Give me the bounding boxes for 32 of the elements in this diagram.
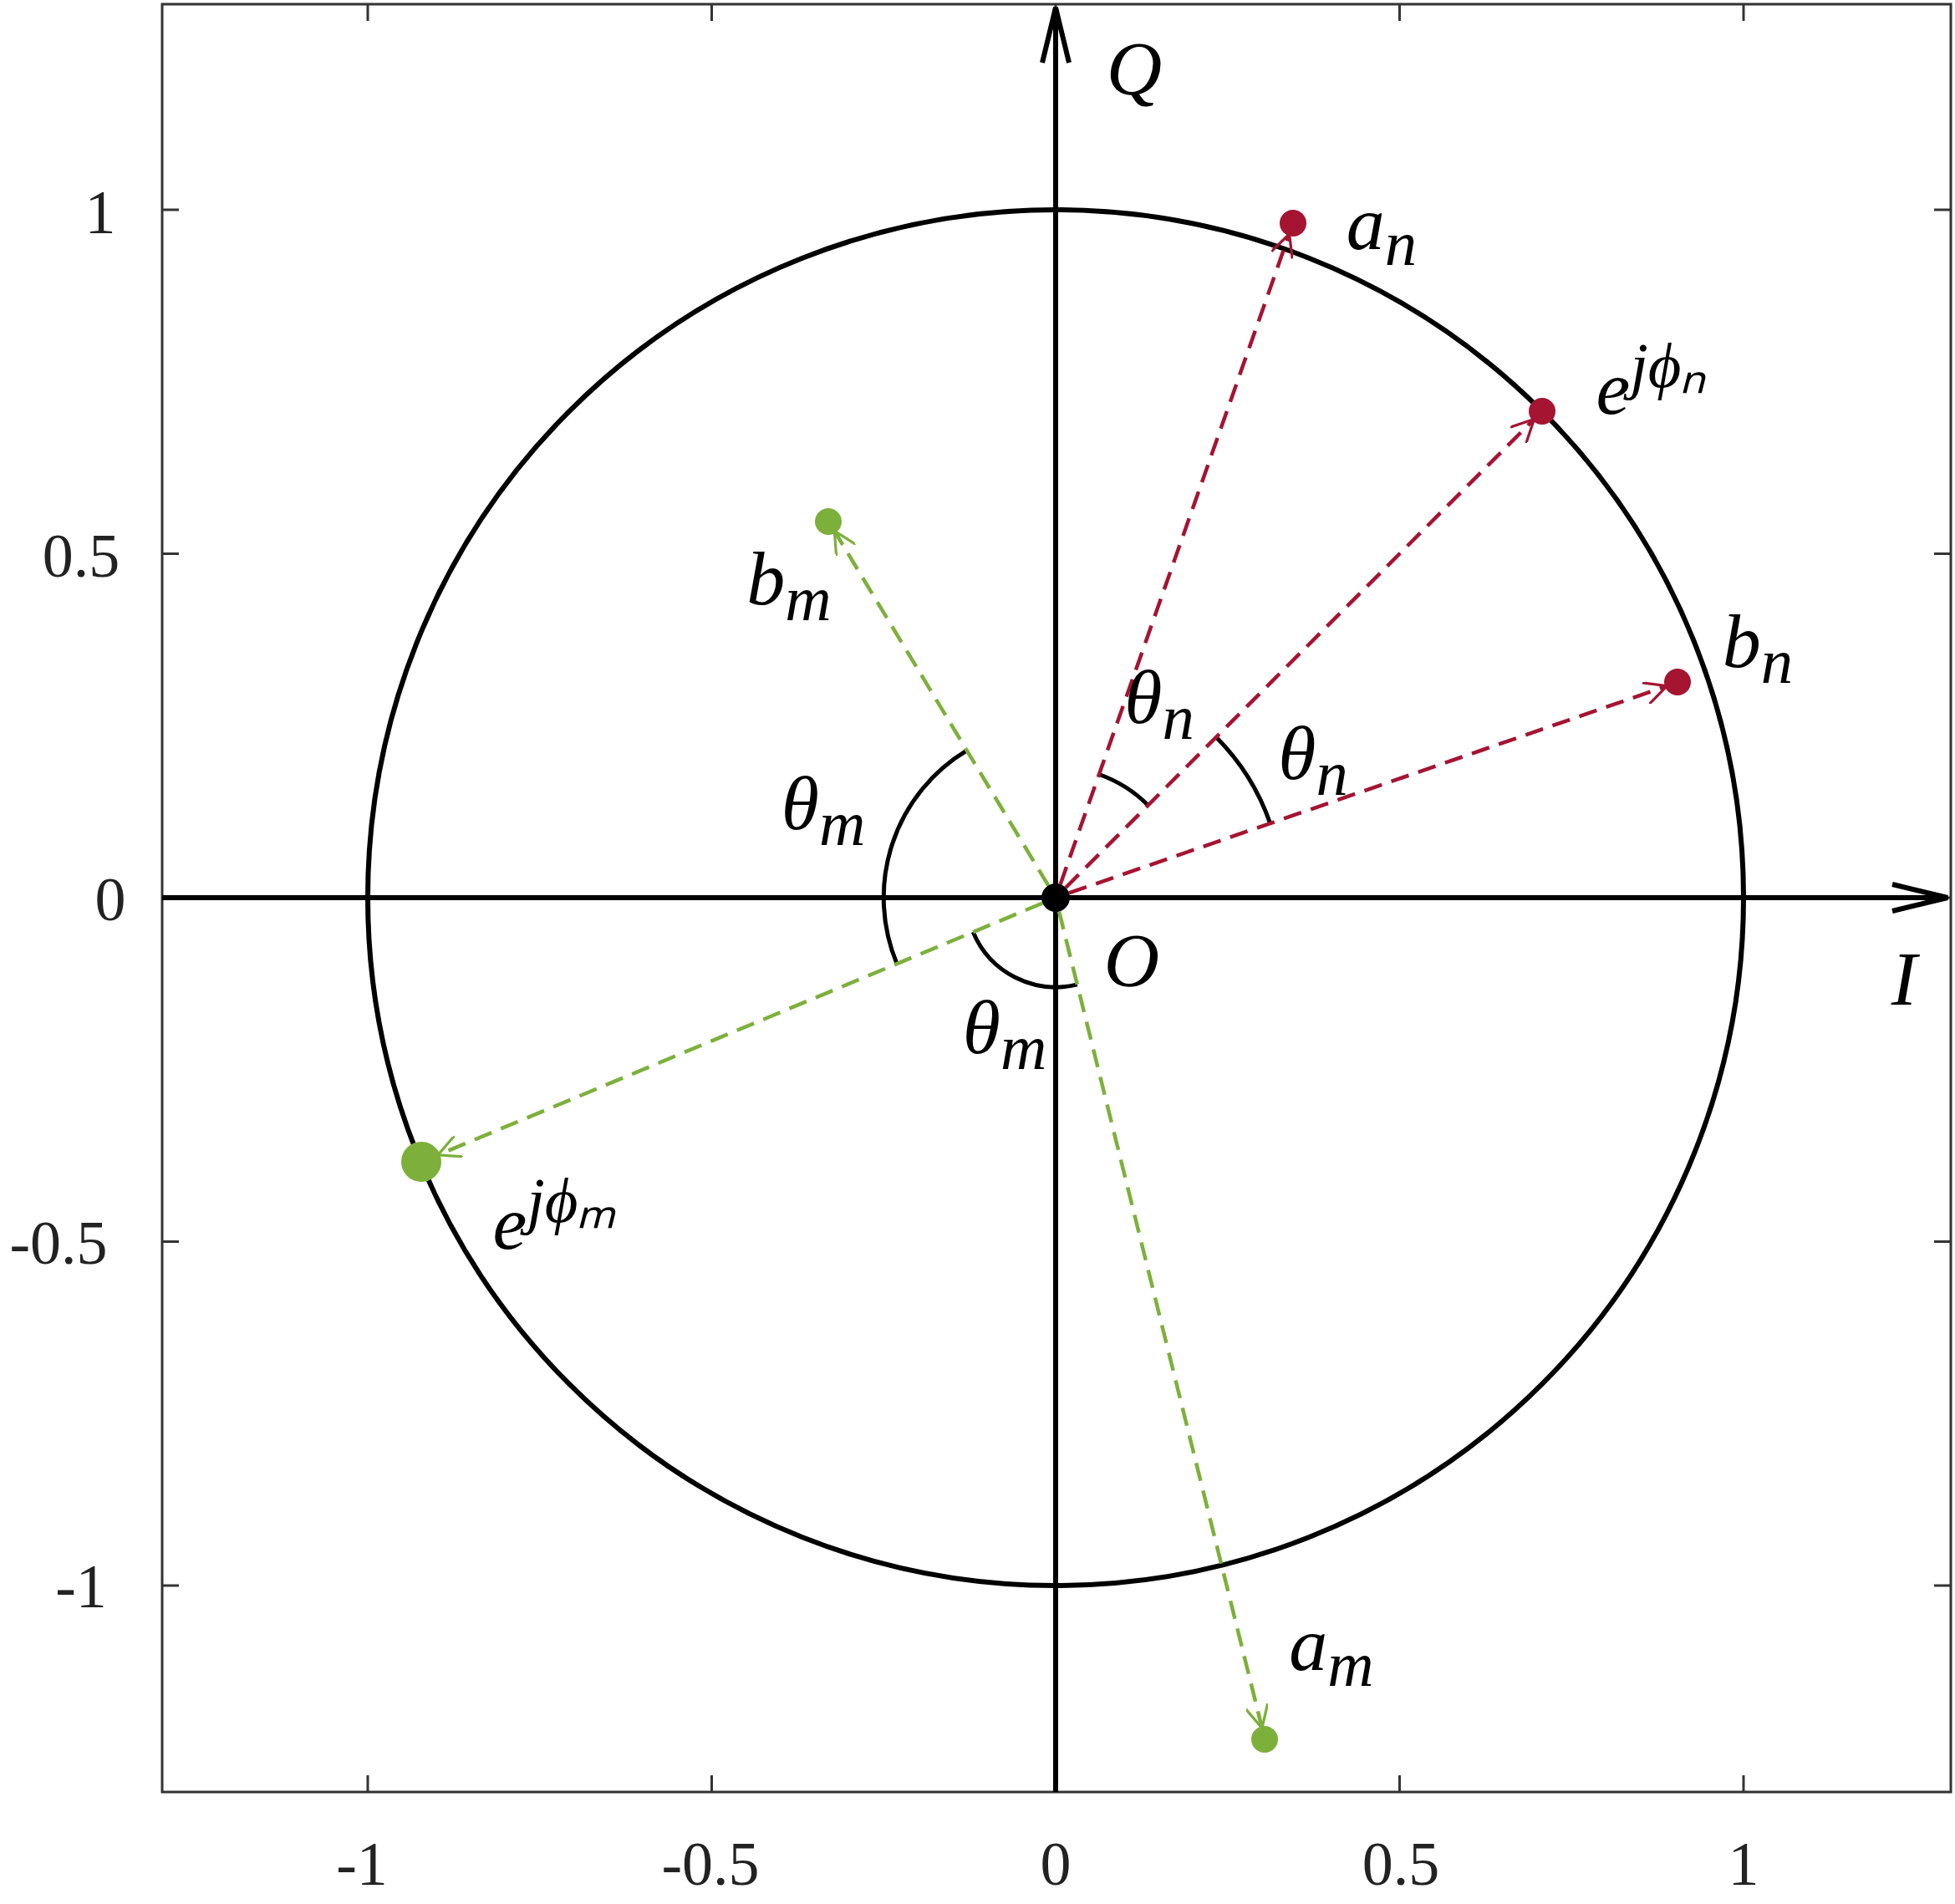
tick-label: 1 bbox=[1728, 1833, 1759, 1895]
point-marker bbox=[815, 507, 843, 535]
dashed-arrow bbox=[1064, 417, 1536, 889]
tick-label: 0.5 bbox=[42, 525, 120, 587]
tick-label: 0 bbox=[94, 868, 126, 930]
point-label: b$_{n}$ bbox=[1722, 602, 1794, 695]
point-label: O bbox=[1103, 922, 1160, 999]
angle-label: θ$_{n}$ bbox=[1278, 714, 1348, 807]
point-marker bbox=[1041, 883, 1070, 912]
tick-label: 0 bbox=[1040, 1833, 1072, 1895]
angle-label: θ$_{n}$ bbox=[1124, 658, 1194, 751]
tick-label: 0.5 bbox=[1362, 1833, 1440, 1895]
tick-label: -1 bbox=[336, 1833, 388, 1895]
point-label: a$_{m}$ bbox=[1289, 1605, 1374, 1698]
point-label: e$^{jϕₙ}$ bbox=[1596, 334, 1708, 426]
tick-label: -1 bbox=[55, 1555, 107, 1617]
point-label: e$^{jϕₘ}$ bbox=[492, 1169, 618, 1261]
dashed-arrow bbox=[436, 901, 1044, 1158]
point-label: a$_{n}$ bbox=[1346, 184, 1418, 277]
point-marker bbox=[1528, 398, 1555, 425]
point-marker bbox=[1251, 1725, 1279, 1753]
point-marker bbox=[1279, 210, 1306, 237]
tick-label: -0.5 bbox=[661, 1833, 760, 1895]
point-marker bbox=[1664, 669, 1691, 696]
tick-label: -0.5 bbox=[9, 1212, 108, 1274]
tick-label: 1 bbox=[84, 181, 116, 243]
angle-label: θ$_{m}$ bbox=[781, 764, 866, 858]
point-marker bbox=[401, 1142, 442, 1183]
angle-label: θ$_{m}$ bbox=[962, 988, 1047, 1082]
axis-label: Q bbox=[1106, 30, 1163, 107]
point-label: b$_{m}$ bbox=[746, 539, 832, 633]
dashed-arrow bbox=[832, 529, 1051, 887]
